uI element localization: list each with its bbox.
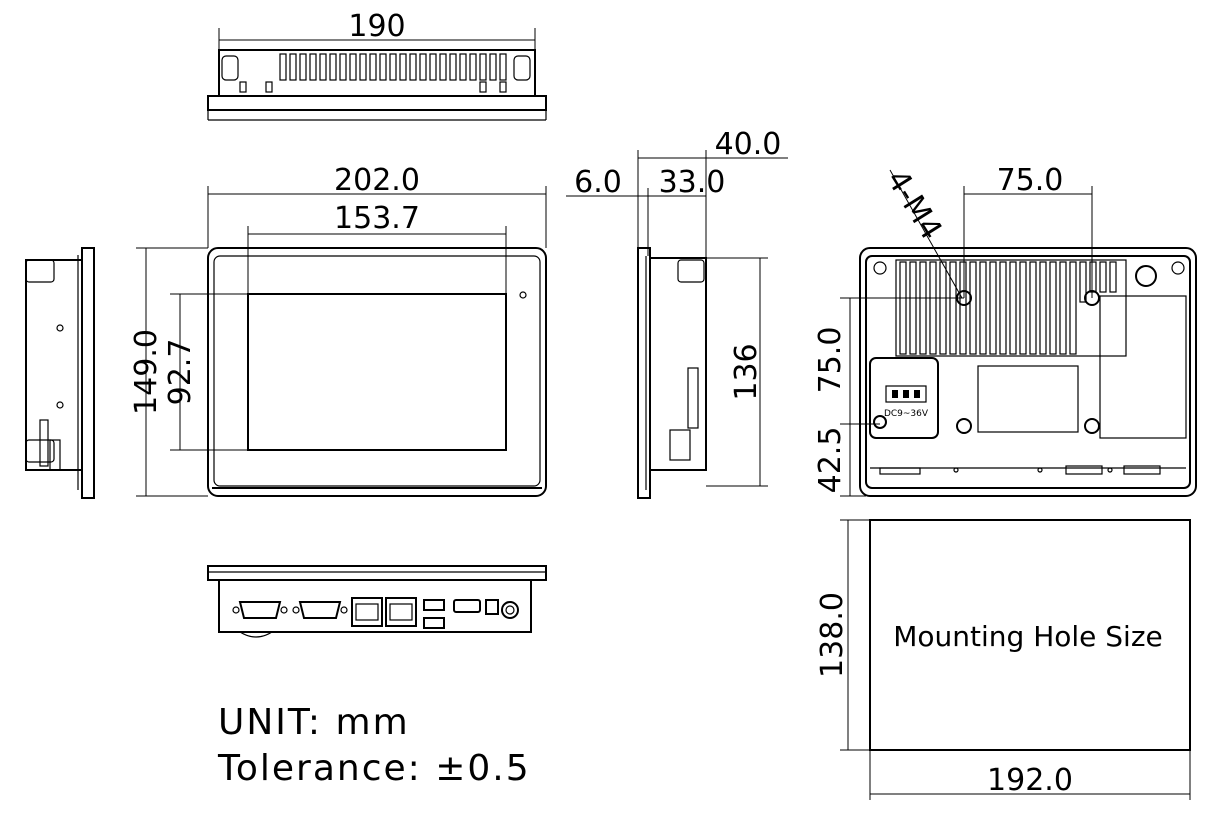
power-connector-label: DC9~36V bbox=[884, 409, 929, 419]
usb-port-1 bbox=[423, 599, 445, 611]
vesa-screw-2 bbox=[1084, 290, 1100, 306]
front-view: 202.0 153.7 149.0 92.7 bbox=[129, 163, 547, 497]
bottom-strip-marks bbox=[879, 465, 1161, 475]
screen-width-dim: 153.7 bbox=[334, 201, 420, 236]
vesa-screw-3 bbox=[956, 418, 972, 434]
side-offset-dim: 6.0 bbox=[574, 165, 622, 200]
tolerance-note: Tolerance: ±0.5 bbox=[217, 748, 531, 789]
front-height-dim: 149.0 bbox=[129, 329, 164, 415]
lan-port-1 bbox=[351, 597, 383, 627]
mounting-cutout bbox=[869, 519, 1191, 751]
rear-spacing-x-dim: 75.0 bbox=[997, 163, 1064, 198]
vesa-screw-1 bbox=[956, 290, 972, 306]
left-side-view bbox=[25, 247, 95, 499]
bottom-view bbox=[207, 565, 547, 638]
lan-port-2 bbox=[385, 597, 417, 627]
rear-spacing-y-dim: 75.0 bbox=[813, 327, 848, 394]
screw-label: 4-M4 bbox=[879, 164, 948, 246]
cutout-width-dim: 192.0 bbox=[987, 763, 1073, 798]
power-button bbox=[501, 601, 519, 619]
side-height-dim: 136 bbox=[729, 343, 764, 400]
power-terminal bbox=[869, 357, 939, 439]
heatsink-fins-top bbox=[279, 53, 507, 81]
unit-note: UNIT: mm bbox=[218, 702, 410, 743]
cutout-height-dim: 138.0 bbox=[815, 592, 850, 678]
rear-offset-y-dim: 42.5 bbox=[813, 427, 848, 494]
mounting-hole-label: Mounting Hole Size bbox=[893, 620, 1163, 653]
front-width-dim: 202.0 bbox=[334, 163, 420, 198]
serial-port-2 bbox=[292, 601, 348, 619]
top-view: 190 bbox=[207, 9, 547, 121]
top-width-dim: 190 bbox=[348, 9, 405, 44]
screen-height-dim: 92.7 bbox=[163, 339, 198, 406]
serial-port-1 bbox=[232, 601, 288, 619]
rear-view: 4-M4 75.0 75.0 42.5 bbox=[813, 163, 1197, 497]
side-depth-dim: 33.0 bbox=[659, 165, 726, 200]
mounting-hole-view: Mounting Hole Size 138.0 192.0 bbox=[815, 519, 1191, 800]
total-depth-dim: 40.0 bbox=[715, 127, 782, 162]
usb-port-2 bbox=[423, 617, 445, 629]
right-side-view: 40.0 6.0 33.0 136 bbox=[566, 127, 788, 499]
vesa-screw-4 bbox=[1084, 418, 1100, 434]
dc-jack bbox=[485, 599, 499, 615]
hdmi-port bbox=[453, 599, 481, 613]
heatsink-fins-rear bbox=[899, 261, 1117, 355]
